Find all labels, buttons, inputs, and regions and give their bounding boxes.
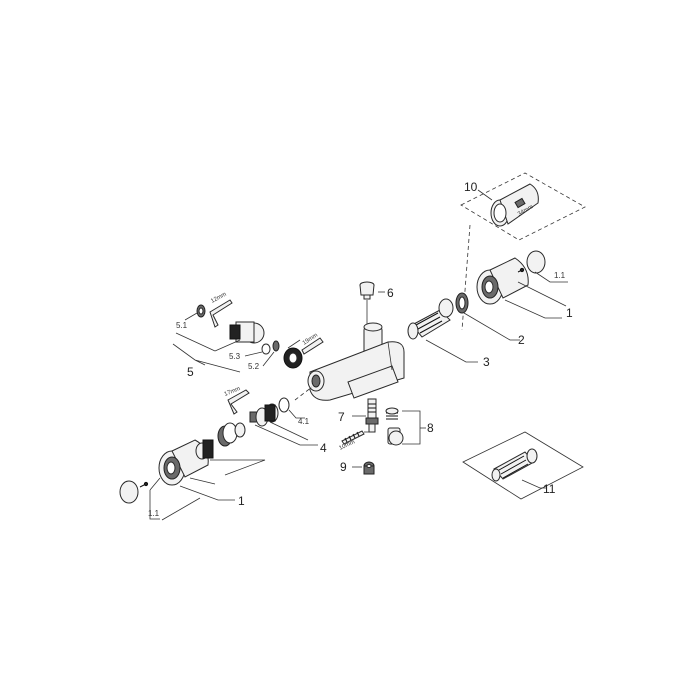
label-1-top: 1 bbox=[566, 306, 573, 320]
part-7-diverter bbox=[365, 398, 379, 433]
label-1-1-top: 1.1 bbox=[554, 271, 566, 280]
part-8-valve bbox=[385, 407, 404, 446]
label-3: 3 bbox=[483, 355, 490, 369]
mixer-body bbox=[307, 322, 405, 401]
wrench-10mm bbox=[341, 430, 365, 445]
tool-label-17mm: 17mm bbox=[224, 386, 242, 398]
label-1-1-bottom: 1.1 bbox=[148, 509, 160, 518]
label-5-1: 5.1 bbox=[176, 321, 188, 330]
label-8: 8 bbox=[427, 421, 434, 435]
part-4-connector bbox=[227, 389, 290, 427]
part-3-thermostatic-cartridge bbox=[407, 298, 454, 340]
label-5-3: 5.3 bbox=[229, 352, 241, 361]
part-6-plug bbox=[359, 281, 375, 300]
part-9-nut bbox=[363, 461, 375, 475]
label-5: 5 bbox=[187, 365, 194, 379]
part-2-ring bbox=[455, 292, 469, 314]
part-1-bottom-cover bbox=[119, 422, 246, 504]
label-6: 6 bbox=[387, 286, 394, 300]
label-4: 4 bbox=[320, 441, 327, 455]
label-9: 9 bbox=[340, 460, 347, 474]
label-4-1: 4.1 bbox=[298, 417, 310, 426]
label-10: 10 bbox=[464, 180, 478, 194]
tool-label-10mm: 10mm bbox=[338, 439, 356, 451]
wrench-34mm bbox=[490, 183, 539, 227]
part-5-assembly bbox=[196, 299, 280, 355]
part-11-inset bbox=[462, 431, 584, 500]
nut-19mm bbox=[283, 337, 324, 369]
label-2: 2 bbox=[518, 333, 525, 347]
part-10-inset: 34mm 10 bbox=[460, 172, 586, 331]
part-1-top-cover bbox=[476, 250, 546, 305]
label-11: 11 bbox=[543, 482, 556, 496]
label-5-2: 5.2 bbox=[248, 362, 260, 371]
label-7: 7 bbox=[338, 410, 345, 424]
label-1-bottom: 1 bbox=[238, 494, 245, 508]
